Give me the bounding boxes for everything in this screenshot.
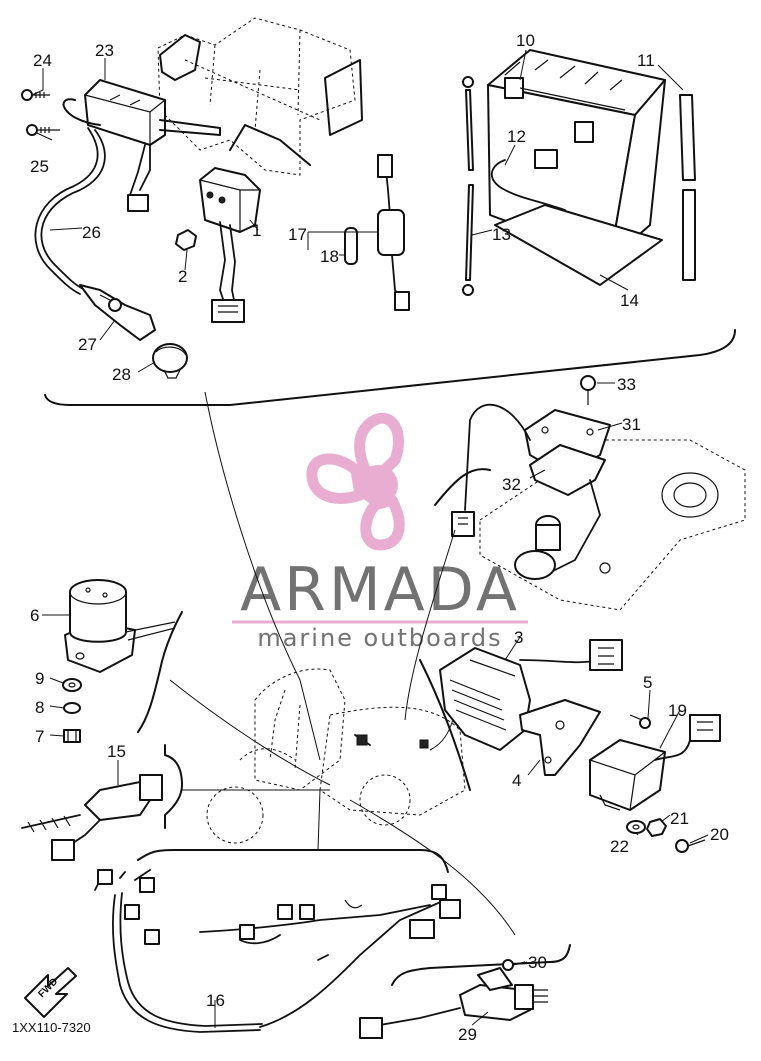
rubber-cap: [152, 343, 188, 379]
callout-8: 8: [35, 698, 44, 717]
bolt-25: [26, 124, 60, 136]
propeller-icon: [306, 412, 405, 551]
callout-13: 13: [492, 225, 511, 244]
callout-3: 3: [514, 628, 523, 647]
breather-pipe: [490, 159, 566, 211]
watermark: ARMADA marine outboards: [232, 412, 528, 652]
callout-19: 19: [668, 701, 687, 720]
fuse: [344, 227, 358, 265]
callout-5: 5: [643, 673, 652, 692]
battery-lead: [462, 76, 474, 296]
callout-31: 31: [622, 415, 641, 434]
screw-7: [63, 729, 81, 743]
washer-9: [62, 678, 82, 692]
nut-2: [175, 229, 197, 251]
callout-20: 20: [710, 825, 729, 844]
callout-leaders: [31, 49, 709, 1028]
scooter-outline: [206, 668, 466, 844]
callout-11: 11: [637, 51, 655, 70]
drawing-code: 1XX110-7320: [12, 1020, 91, 1035]
upper-group-bracket: [44, 329, 736, 406]
callout-33: 33: [617, 375, 636, 394]
callout-29: 29: [458, 1025, 477, 1044]
relay-unit: [64, 579, 183, 733]
callout-2: 2: [178, 267, 187, 286]
wire-harness: [94, 849, 461, 1033]
callout-14: 14: [620, 291, 639, 310]
fuse-holder: [377, 154, 410, 311]
rectifier-regulator: [419, 639, 623, 791]
plug-lead: [40, 129, 106, 291]
callout-6: 6: [30, 606, 39, 625]
callout-12: 12: [507, 127, 526, 146]
callout-22: 22: [610, 837, 629, 856]
callout-7: 7: [35, 727, 44, 746]
bolt-20: [675, 839, 706, 853]
plug-cap: [79, 284, 156, 341]
callout-15: 15: [107, 742, 126, 761]
callout-4: 4: [512, 771, 521, 790]
washer-22: [626, 820, 646, 834]
bracket: [519, 699, 601, 776]
neutral-switch: [21, 744, 183, 861]
callout-24: 24: [33, 51, 52, 70]
starter-switch: [359, 944, 571, 1039]
callout-25: 25: [30, 157, 49, 176]
callout-32: 32: [502, 475, 521, 494]
callout-28: 28: [112, 365, 131, 384]
callout-9: 9: [35, 669, 44, 688]
starter-relay: [199, 167, 261, 323]
sensor-group: [434, 375, 746, 611]
screw-5: [629, 714, 651, 729]
callout-numbers: 24 23 25 26 1 2 17 18 27 28 10 11 12 13 …: [30, 31, 729, 1044]
callout-10: 10: [516, 31, 535, 50]
ignition-coil: [62, 79, 221, 212]
watermark-brand: ARMADA: [240, 555, 520, 625]
screw-30: [502, 959, 526, 971]
callout-27: 27: [78, 335, 97, 354]
callout-1: 1: [252, 221, 261, 240]
connector-lines: [169, 391, 516, 936]
control-unit: [589, 714, 721, 811]
lock-washer-8: [63, 702, 81, 714]
callout-26: 26: [82, 223, 101, 242]
battery-band: [679, 94, 696, 281]
forward-arrow-icon: FWD: [24, 967, 77, 1018]
callout-18: 18: [320, 247, 339, 266]
callout-23: 23: [95, 41, 114, 60]
upper-group: [21, 17, 736, 406]
callout-21: 21: [670, 809, 689, 828]
callout-16: 16: [206, 991, 225, 1010]
callout-30: 30: [528, 953, 547, 972]
watermark-tagline: marine outboards: [257, 624, 502, 652]
battery-pad: [494, 204, 663, 286]
bolt-24: [21, 89, 50, 101]
nut-21: [646, 818, 667, 837]
callout-17: 17: [288, 225, 307, 244]
battery-box: [157, 17, 363, 176]
